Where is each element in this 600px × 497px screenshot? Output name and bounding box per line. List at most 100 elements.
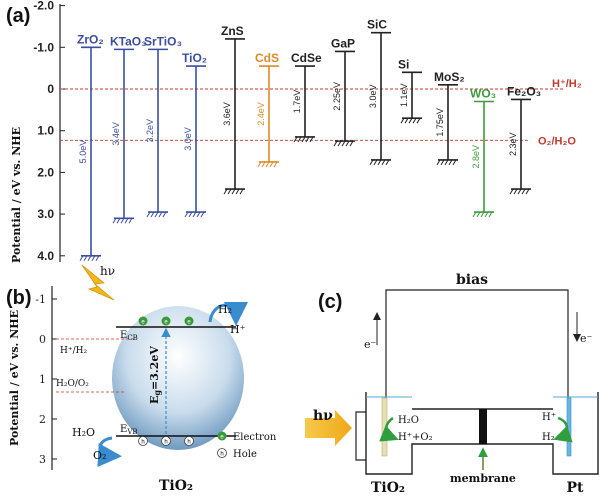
material-name: ZrO₂ (77, 32, 104, 46)
anode-reaction-arrow (379, 416, 399, 442)
hole-dot (184, 436, 194, 446)
ground-hatch (184, 211, 189, 218)
light-beam-arrow (305, 410, 352, 446)
ground-hatch (83, 255, 88, 262)
band-gap-label: Eg=3.2eV (148, 346, 162, 404)
legend-hole-icon (217, 448, 227, 458)
ground-hatch (440, 159, 445, 166)
legend-electron-icon (217, 431, 227, 441)
ground-hatch (369, 159, 374, 166)
band-gap-value: 1.7eV (292, 90, 302, 114)
ground-hatch (385, 159, 390, 166)
ground-hatch (400, 117, 405, 124)
electron-dot (184, 316, 194, 326)
hole-symbol: h (187, 440, 190, 446)
ground-hatch (337, 140, 342, 147)
band-gap-value: 1.1eV (399, 83, 409, 107)
band-gap-value: 2.4eV (256, 102, 266, 126)
material-name: TiO₂ (182, 51, 207, 65)
ground-hatch (484, 211, 489, 218)
ground-hatch (444, 159, 449, 166)
h2o-label: H₂O (72, 426, 95, 439)
ground-hatch (381, 159, 386, 166)
oxidation-arrow (97, 436, 122, 468)
hole-dot (161, 436, 171, 446)
ground-hatch (404, 117, 409, 124)
lightning-icon (81, 264, 115, 301)
anode-material-label: TiO₂ (371, 480, 405, 496)
ground-hatch (120, 218, 125, 224)
electron-symbol: e (141, 320, 145, 326)
ground-hatch (349, 140, 354, 147)
panel-a-y-tick-label: 1.0 (37, 124, 54, 138)
band-gap-value: 3.0eV (368, 85, 378, 109)
band-gap-value: 3.4eV (111, 122, 121, 146)
panel-a-y-tick-label: 4.0 (37, 249, 54, 263)
ground-hatch (227, 188, 232, 195)
ground-hatch (265, 161, 270, 168)
panel-c-h2-label: H₂ (542, 432, 555, 443)
h2-label: H₂ (218, 303, 232, 316)
material-name: WO₃ (470, 87, 496, 101)
panel-a-band-bars: ZrO₂5.0eVKTaO₃3.4eVSrTiO₃3.2eVTiO₂3.0eVZ… (77, 18, 541, 262)
membrane-label: membrane (450, 472, 516, 485)
left-electron-label: e⁻ (364, 338, 377, 351)
material-name: MoS₂ (434, 70, 465, 84)
ground-hatch (257, 161, 262, 168)
panel-a-y-tick-label: -1.0 (33, 40, 54, 54)
ground-hatch (309, 136, 314, 143)
ground-hatch (488, 211, 493, 218)
panel-a-label: (a) (6, 5, 30, 27)
band-bar-9: Si1.1eV (398, 57, 422, 124)
material-name: CdS (255, 51, 279, 65)
legend-electron-symbol: e (220, 435, 224, 441)
band-gap-value: 3.0eV (183, 127, 193, 151)
band-bar-8: SiC 3.0eV (367, 18, 391, 166)
bias-label: bias (456, 272, 488, 288)
panel-b-y-tick-label: 3 (39, 453, 46, 466)
panel-a-y-ticks: -2.0-1.001.02.03.04.0 (33, 0, 65, 263)
panel-b-y-tick-label: 1 (39, 373, 46, 386)
ground-hatch (235, 188, 240, 195)
hole-symbol: h (164, 440, 167, 446)
panel-a: (a) Potential / eV vs. NHE -2.0-1.001.02… (6, 0, 582, 263)
material-name: SrTiO₃ (144, 34, 182, 48)
membrane (479, 409, 487, 444)
ground-hatch (452, 159, 457, 166)
hydrogen-reference-label: H⁺/H₂ (552, 78, 582, 90)
band-bar-5: CdS 2.4eV (255, 51, 279, 168)
panel-c-h2o-label: H₂O (398, 415, 419, 426)
legend-hole-label: Hole (233, 449, 257, 460)
material-name: SiC (367, 18, 387, 32)
ground-hatch (448, 159, 453, 166)
panel-a-y-tick-label: 0 (47, 82, 54, 96)
band-gap-value: 3.2eV (145, 119, 155, 143)
ground-hatch (128, 218, 133, 224)
band-gap-value: 2.3eV (508, 132, 518, 156)
legend-electron-label: Electron (233, 432, 277, 443)
hole-symbol: h (141, 440, 144, 446)
cathode-reaction-arrow (553, 416, 573, 443)
ecb-label: ECB (120, 330, 138, 342)
panel-c: (c) bias e⁻ e⁻ hν membrane H₂O H⁺+O₂ H⁺ … (305, 272, 599, 496)
electron-dot (161, 316, 171, 326)
panel-b-y-tick-label: 0 (39, 333, 46, 346)
ground-hatch (377, 159, 382, 166)
ground-hatch (476, 211, 481, 218)
ground-hatch (480, 211, 485, 218)
ground-hatch (297, 136, 302, 143)
band-gap-value: 2.25eV (332, 82, 342, 111)
ground-hatch (200, 211, 205, 218)
panel-b-hv: hν (100, 264, 115, 278)
electron-symbol: e (164, 320, 168, 326)
ground-hatch (154, 211, 159, 218)
hole-dot (138, 436, 148, 446)
